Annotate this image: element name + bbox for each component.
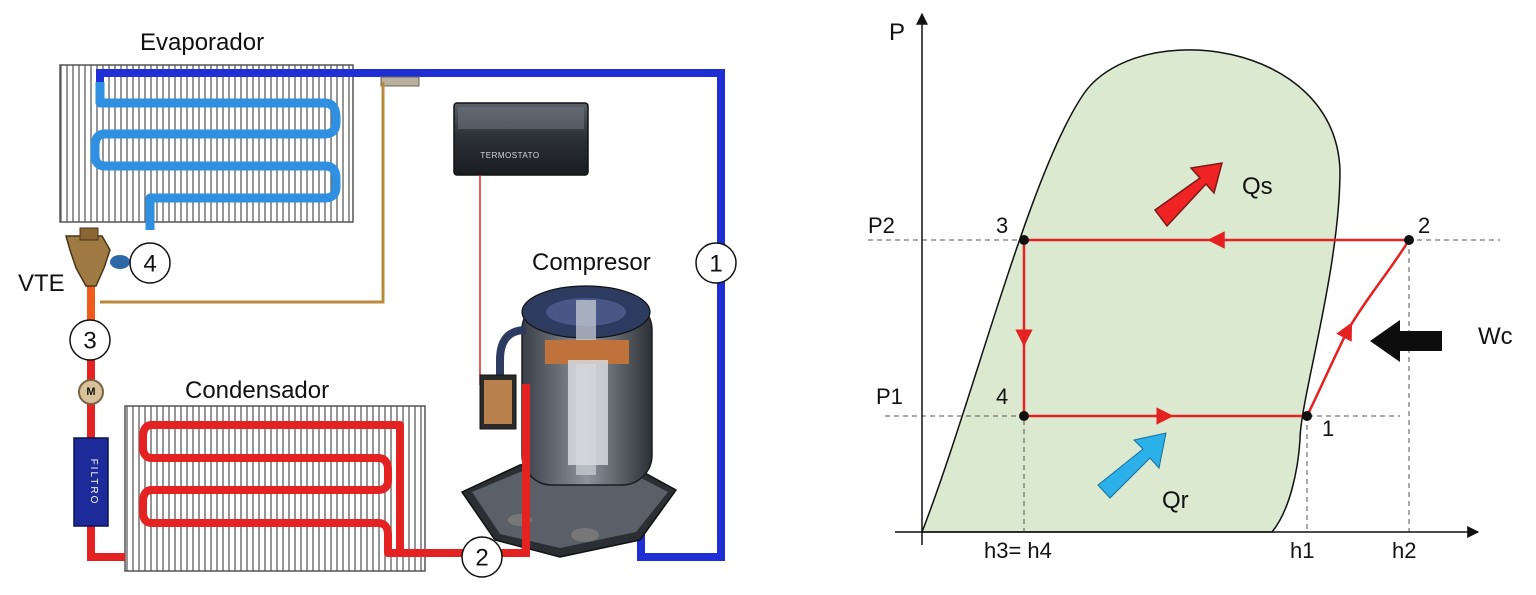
point-3-label: 3 — [996, 213, 1008, 238]
meter: M — [78, 379, 104, 405]
h1-label: h1 — [1290, 538, 1314, 563]
circuit-point-3: 3 — [69, 319, 111, 361]
p1-label: P1 — [876, 384, 903, 409]
qr-label: Qr — [1162, 487, 1189, 514]
refrigeration-cycle — [1015, 231, 1411, 425]
bulb-capillary — [100, 82, 385, 304]
bulb-clamp — [380, 76, 420, 87]
p2-label: P2 — [868, 213, 895, 238]
point-1-label: 1 — [1322, 416, 1334, 441]
filter: FILTRO — [73, 437, 109, 527]
evaporator: Evaporador — [59, 29, 354, 230]
state-point-1 — [1302, 411, 1312, 421]
point-2-label: 2 — [1418, 213, 1430, 238]
state-point-4 — [1019, 411, 1029, 421]
wc-arrow-icon — [1370, 320, 1442, 362]
compressor: Compresor — [460, 249, 678, 558]
thermostat: TERMOSTATO — [453, 102, 589, 385]
qs-arrow-icon — [1153, 162, 1224, 228]
svg-text:1: 1 — [709, 251, 722, 278]
expansion-valve: VTE — [18, 227, 130, 297]
vte-label: VTE — [18, 270, 65, 297]
filter-label: FILTRO — [88, 459, 99, 506]
meter-label: M — [86, 386, 95, 398]
svg-text:3: 3 — [83, 328, 96, 355]
circuit-point-1: 1 — [695, 242, 737, 284]
qr-arrow-icon — [1097, 432, 1167, 499]
condenser-label: Condensador — [185, 377, 329, 404]
circuit-point-2: 2 — [461, 536, 503, 578]
thermostat-label: TERMOSTATO — [480, 151, 539, 160]
qs-label: Qs — [1242, 173, 1273, 200]
evaporator-label: Evaporador — [140, 29, 264, 56]
refrigeration-circuit: Evaporador TERMOSTATO — [18, 29, 737, 578]
svg-text:4: 4 — [143, 251, 156, 278]
condenser: Condensador — [124, 377, 470, 572]
h2-label: h2 — [1392, 538, 1416, 563]
ph-diagram: P P2 P1 h3= h4 h1 h2 1 2 3 4 Qs Qr Wc — [868, 12, 1513, 563]
condenser-coil — [139, 421, 470, 557]
state-point-2 — [1404, 235, 1414, 245]
discharge-line — [495, 384, 530, 557]
compressor-label: Compresor — [532, 249, 651, 276]
point-4-label: 4 — [996, 384, 1008, 409]
axis-p-label: P — [889, 19, 905, 46]
circuit-point-4: 4 — [129, 242, 171, 284]
evaporator-coil — [90, 82, 341, 230]
svg-text:2: 2 — [475, 545, 488, 572]
state-point-3 — [1019, 235, 1029, 245]
saturation-dome — [920, 49, 1341, 533]
wc-label: Wc — [1478, 323, 1513, 350]
h3-h4-label: h3= h4 — [984, 538, 1052, 563]
